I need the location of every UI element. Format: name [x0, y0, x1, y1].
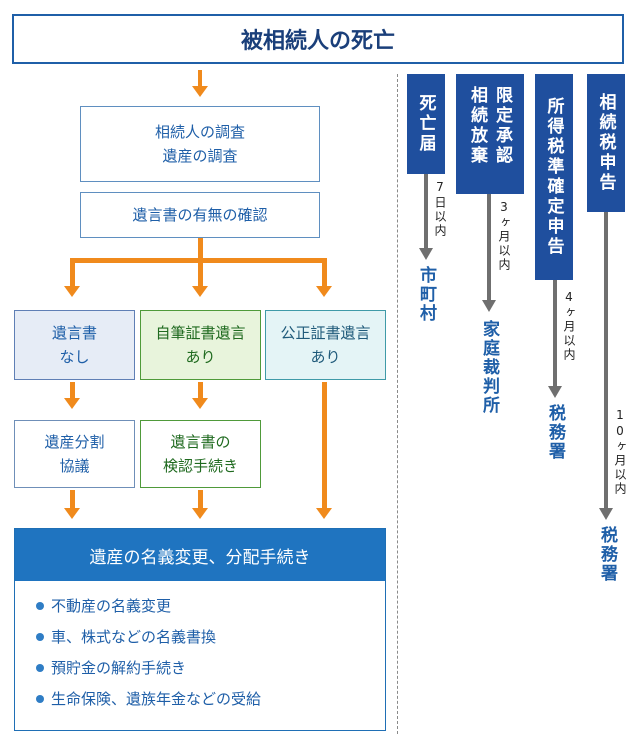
- flow-connector: [70, 490, 75, 508]
- final-header: 遺産の名義変更、分配手続き: [15, 529, 385, 581]
- office-tax-office: 税務署: [597, 526, 617, 583]
- branch-notarial-will: 公正証書遺言 あり: [265, 310, 386, 380]
- branch-no-will-line2: なし: [59, 348, 90, 366]
- estate-division-line1: 遺産分割: [44, 433, 105, 451]
- list-item: 預貯金の解約手続き: [33, 657, 385, 678]
- deadline-death-notice: 7日以内: [433, 180, 447, 238]
- final-procedures-box: 遺産の名義変更、分配手続き 不動産の名義変更 車、株式などの名義書換 預貯金の解…: [14, 528, 386, 731]
- flow-arrowhead: [64, 286, 80, 297]
- flow-arrowhead: [192, 398, 208, 409]
- flow-arrowhead: [192, 86, 208, 97]
- procedure-death-notice: 死亡届: [407, 74, 445, 174]
- final-item-list: 不動産の名義変更 車、株式などの名義書換 預貯金の解約手続き 生命保険、遺族年金…: [15, 581, 385, 709]
- section-divider: [397, 74, 398, 734]
- timeline-line: [604, 212, 608, 510]
- final-header-text: 遺産の名義変更、分配手続き: [89, 547, 311, 568]
- probate-box: 遺言書の 検認手続き: [140, 420, 261, 488]
- branch-holographic-line2: あり: [185, 348, 216, 366]
- flow-connector: [198, 382, 203, 398]
- branch-no-will: 遺言書 なし: [14, 310, 135, 380]
- flow-connector: [198, 490, 203, 508]
- flow-arrowhead: [192, 508, 208, 519]
- branch-drop-right: [322, 258, 327, 286]
- procedure-inheritance-tax-label: 相続税申告: [595, 93, 616, 193]
- list-item: 車、株式などの名義書換: [33, 626, 385, 647]
- will-check-box: 遺言書の有無の確認: [80, 192, 320, 238]
- page-title: 被相続人の死亡: [12, 14, 624, 64]
- timeline-line: [487, 194, 491, 302]
- office-family-court: 家庭裁判所: [479, 320, 499, 415]
- flow-arrowhead: [192, 286, 208, 297]
- branch-notarial-line1: 公正証書遺言: [280, 324, 371, 342]
- flow-connector: [198, 70, 202, 86]
- procedure-income-tax-return: 所得税準確定申告: [535, 74, 573, 280]
- branch-holographic-will: 自筆証書遺言 あり: [140, 310, 261, 380]
- probate-line1: 遺言書の: [170, 433, 231, 451]
- deadline-income-tax: 4ヶ月以内: [562, 290, 576, 362]
- survey-heirs-text: 相続人の調査: [154, 123, 245, 141]
- flow-arrowhead: [64, 398, 80, 409]
- timeline-line: [424, 174, 428, 250]
- flow-connector: [70, 382, 75, 398]
- branch-no-will-line1: 遺言書: [51, 324, 97, 342]
- office-tax-office: 税務署: [545, 404, 565, 461]
- branch-holographic-line1: 自筆証書遺言: [155, 324, 246, 342]
- probate-line2: 検認手続き: [162, 457, 238, 475]
- list-item: 不動産の名義変更: [33, 595, 385, 616]
- timeline-arrowhead: [419, 248, 433, 260]
- flow-arrowhead: [64, 508, 80, 519]
- list-item: 生命保険、遺族年金などの受給: [33, 688, 385, 709]
- survey-box: 相続人の調査 遺産の調査: [80, 106, 320, 182]
- procedure-renunciation: 限定承認相続放棄: [456, 74, 524, 194]
- deadline-inheritance-tax: 10ヶ月以内: [613, 408, 627, 496]
- flow-connector: [322, 382, 327, 508]
- procedure-income-tax-label: 所得税準確定申告: [543, 97, 564, 257]
- timeline-line: [553, 280, 557, 388]
- survey-estate-text: 遺産の調査: [162, 147, 238, 165]
- will-check-text: 遺言書の有無の確認: [132, 206, 268, 224]
- estate-division-line2: 協議: [59, 457, 90, 475]
- branch-drop-middle: [198, 258, 203, 286]
- timeline-arrowhead: [599, 508, 613, 520]
- timeline-arrowhead: [482, 300, 496, 312]
- branch-notarial-line2: あり: [310, 348, 341, 366]
- office-city-hall: 市町村: [416, 266, 436, 323]
- page-title-text: 被相続人の死亡: [240, 29, 395, 54]
- branch-stem: [198, 238, 203, 262]
- branch-drop-left: [70, 258, 75, 286]
- procedure-death-notice-label: 死亡届: [415, 94, 436, 154]
- flow-arrowhead: [316, 286, 332, 297]
- procedure-renunciation-label: 限定承認相続放棄: [467, 86, 512, 166]
- procedure-inheritance-tax-return: 相続税申告: [587, 74, 625, 212]
- flow-arrowhead: [316, 508, 332, 519]
- timeline-arrowhead: [548, 386, 562, 398]
- estate-division-box: 遺産分割 協議: [14, 420, 135, 488]
- deadline-renunciation: 3ヶ月以内: [497, 200, 511, 272]
